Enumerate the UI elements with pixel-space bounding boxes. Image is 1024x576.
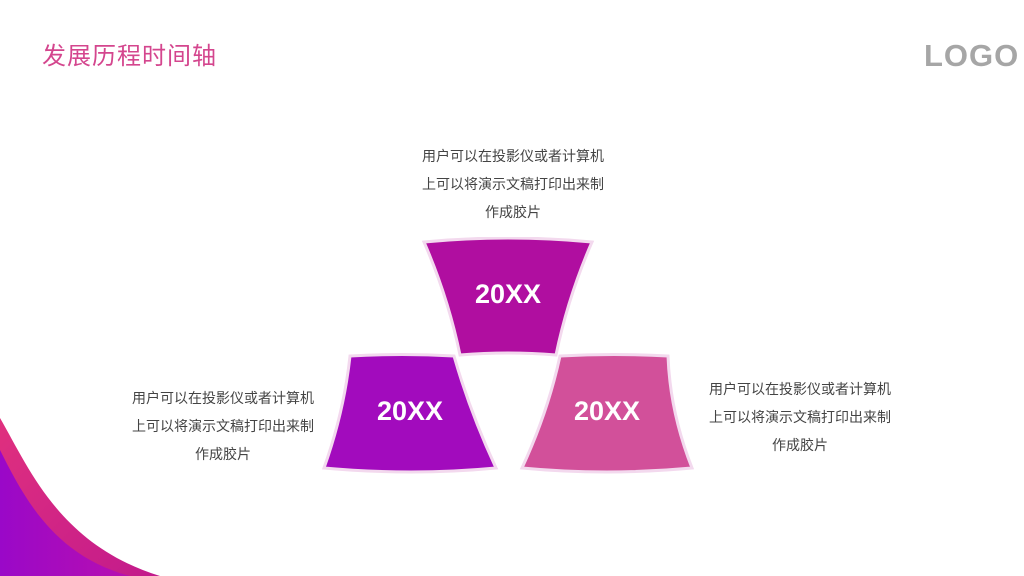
description-right: 用户可以在投影仪或者计算机 上可以将演示文稿打印出来制 作成胶片 (709, 382, 891, 454)
logo: LOGO (924, 38, 1020, 73)
description-top: 用户可以在投影仪或者计算机 上可以将演示文稿打印出来制 作成胶片 (422, 149, 604, 221)
timeline-block-right[interactable]: 20XX (518, 352, 696, 474)
year-label-right: 20XX (573, 396, 641, 426)
timeline-block-left[interactable]: 20XX (320, 352, 500, 474)
page-title: 发展历程时间轴 (42, 42, 217, 70)
year-label-top: 20XX (474, 279, 542, 309)
timeline-block-top[interactable]: 20XX (420, 237, 596, 358)
year-label-left: 20XX (376, 396, 444, 426)
description-left: 用户可以在投影仪或者计算机 上可以将演示文稿打印出来制 作成胶片 (132, 391, 314, 463)
